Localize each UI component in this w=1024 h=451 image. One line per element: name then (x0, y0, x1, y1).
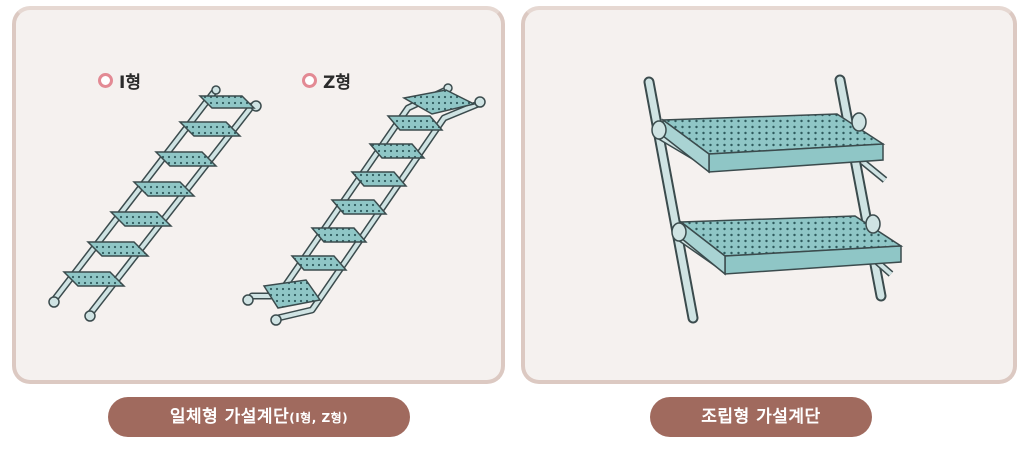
stairs-illustration-left (48, 83, 486, 326)
type-z-label: Z형 (323, 73, 351, 93)
type-z-tag: Z형 (302, 68, 351, 93)
caption-right-text: 조립형 가설계단 (701, 407, 821, 427)
circle-marker-icon (98, 73, 113, 88)
type-i-tag: I형 (98, 68, 141, 93)
support-posts (643, 74, 887, 324)
z-type-stair (242, 83, 486, 326)
circle-marker-icon (302, 73, 317, 88)
assembled-stairs-caption: 조립형 가설계단 (650, 397, 872, 437)
integrated-stairs-panel: I형 Z형 (12, 6, 505, 384)
i-type-stair (48, 85, 262, 322)
assembled-stairs-panel (521, 6, 1017, 384)
lower-step (671, 214, 904, 277)
caption-sub-text: (I형, Z형) (289, 411, 349, 425)
caption-main-text: 일체형 가설계단 (169, 407, 290, 427)
upper-step (651, 112, 888, 183)
type-i-label: I형 (119, 73, 141, 93)
stairs-illustration-right (643, 74, 904, 324)
integrated-stairs-caption: 일체형 가설계단(I형, Z형) (108, 397, 410, 437)
